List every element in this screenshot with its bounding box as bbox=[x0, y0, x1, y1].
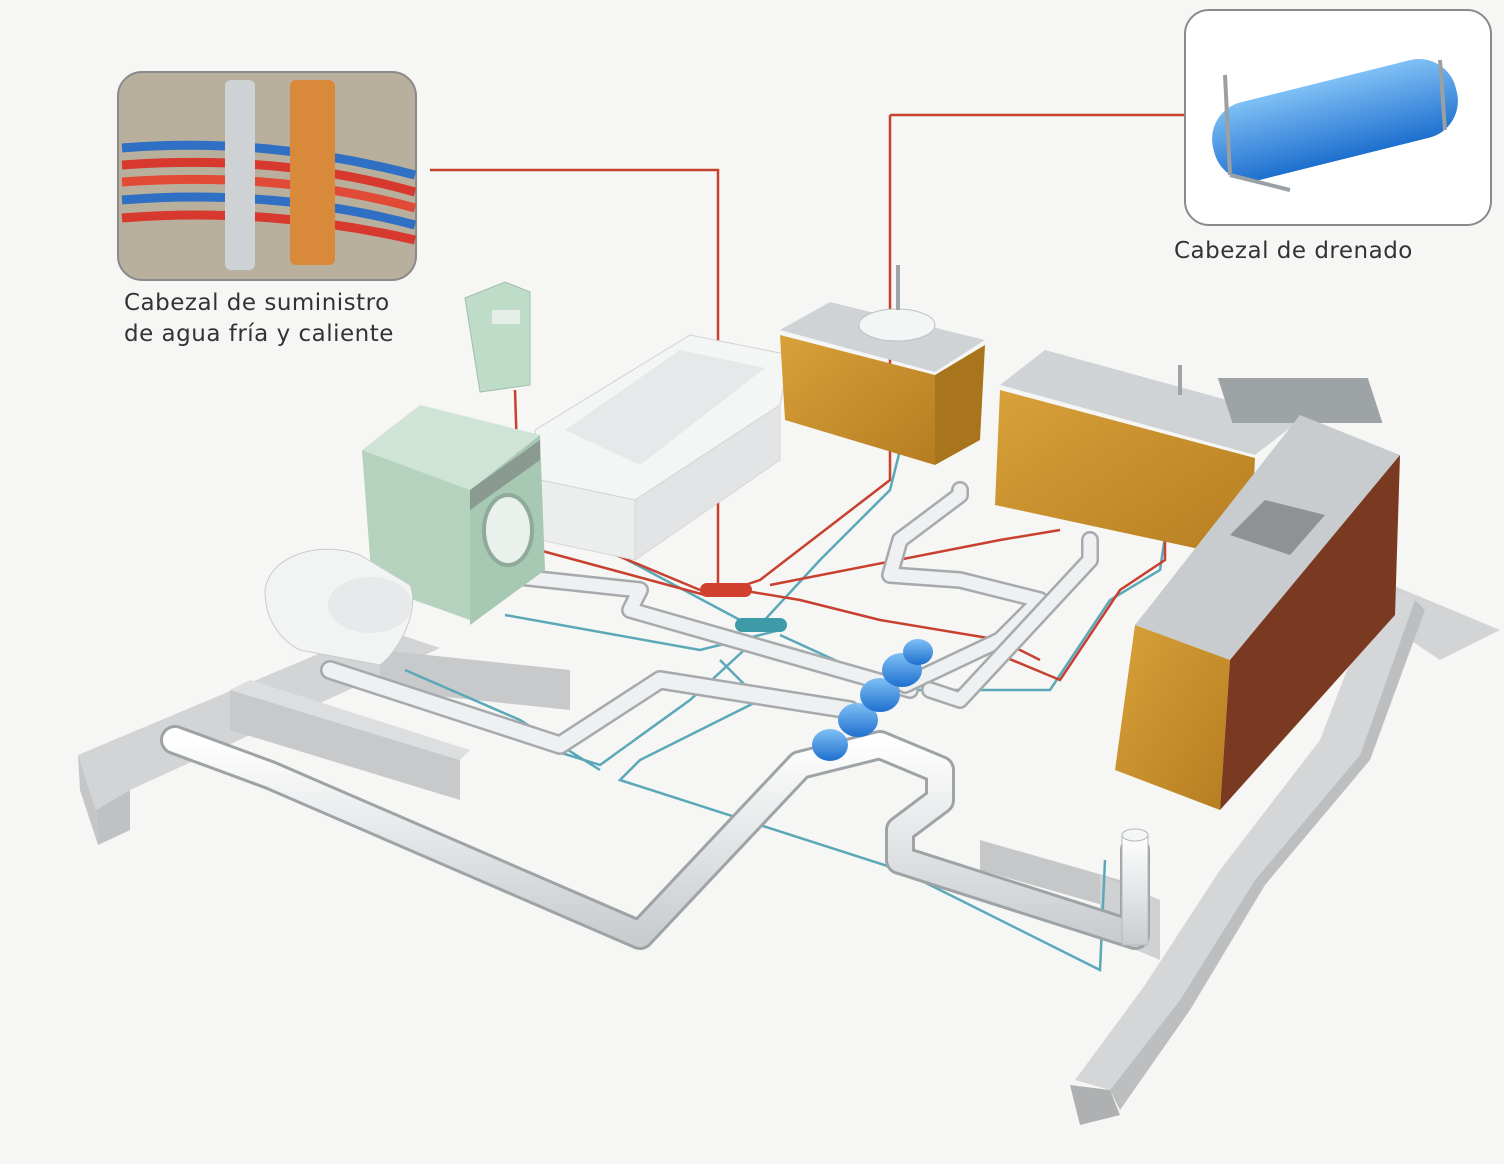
cold-manifold bbox=[735, 618, 787, 632]
supply-caption: Cabezal de suministro de agua fría y cal… bbox=[124, 288, 394, 350]
drain-pipes bbox=[160, 481, 1150, 950]
wall-box bbox=[464, 281, 531, 393]
washing-machine bbox=[362, 405, 545, 625]
supply-manifolds bbox=[700, 583, 787, 632]
drain-caption: Cabezal de drenado bbox=[1174, 238, 1413, 264]
toilet bbox=[264, 548, 414, 666]
kitchen-counter bbox=[995, 350, 1400, 810]
drain-photo bbox=[1184, 9, 1492, 226]
vent-stack bbox=[1121, 828, 1149, 946]
bathroom-vanity bbox=[780, 265, 985, 465]
bathtub bbox=[534, 334, 791, 561]
supply-photo bbox=[117, 71, 417, 281]
drain-manifold bbox=[812, 639, 933, 761]
supply-caption-line1: Cabezal de suministro bbox=[124, 290, 390, 316]
hot-manifold bbox=[700, 583, 752, 597]
supply-caption-line2: de agua fría y caliente bbox=[124, 321, 394, 347]
